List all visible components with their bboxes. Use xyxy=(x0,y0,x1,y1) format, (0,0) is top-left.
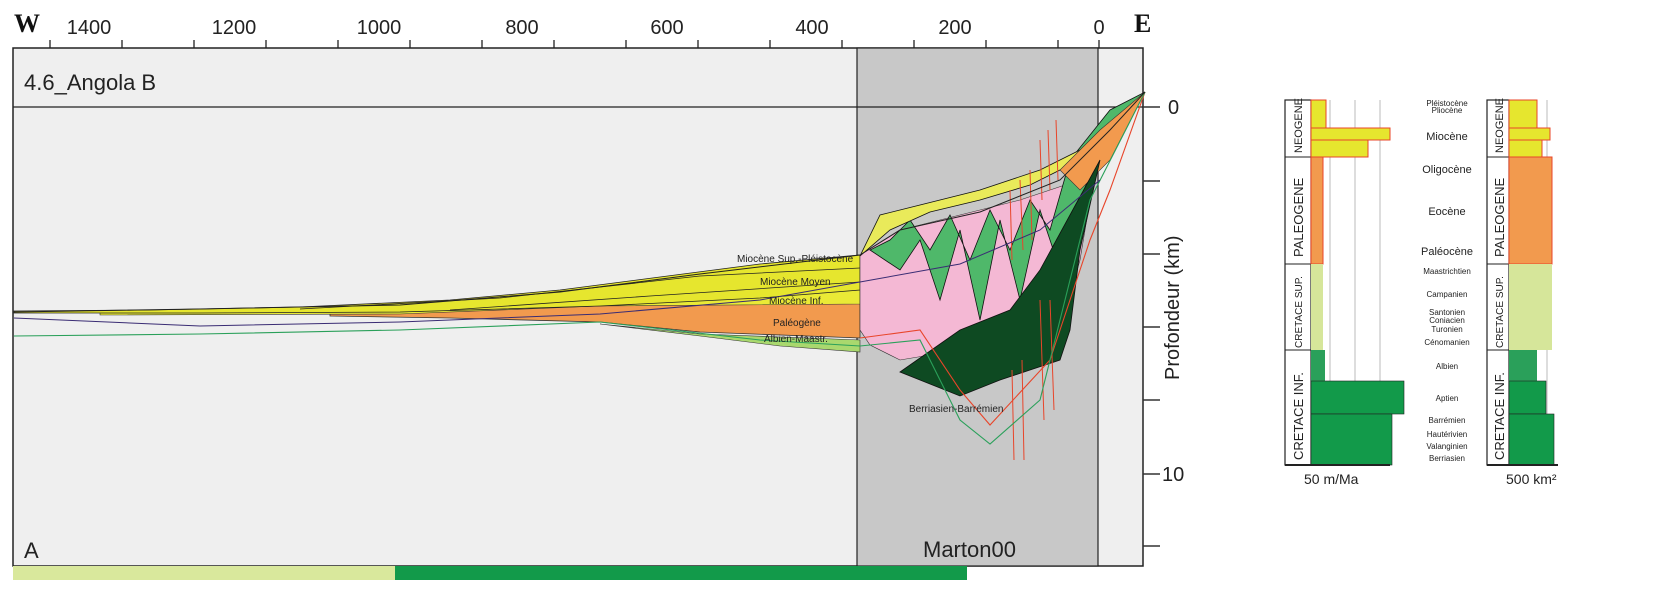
stage-label: Maastrichtien xyxy=(1423,267,1471,276)
rate-bar xyxy=(1311,264,1323,350)
panel-label: A xyxy=(24,538,39,563)
area-bar xyxy=(1508,139,1543,158)
stage-label: Campanien xyxy=(1427,290,1468,299)
stage-label: Coniacien xyxy=(1429,316,1465,325)
stage-labels: Pléistocène Pliocène Miocène Oligocène E… xyxy=(1421,99,1473,463)
stage-label: Miocène xyxy=(1426,131,1468,143)
purple-outline xyxy=(13,179,1101,327)
seafloor-line xyxy=(13,91,1146,313)
area-bar xyxy=(1508,99,1538,129)
rate-bar xyxy=(1310,99,1327,129)
rate-era-label: NEOGENE xyxy=(1293,98,1305,153)
area-unit: 500 km² xyxy=(1506,471,1557,487)
layer-label: Miocène Inf. xyxy=(769,296,823,307)
layer-label: Miocène Moyen xyxy=(760,277,831,288)
area-era-label: PALEOGENE xyxy=(1492,177,1507,257)
albien-layer xyxy=(599,323,861,353)
geology-layers xyxy=(13,91,1146,461)
stage-label: Pliocène xyxy=(1432,106,1463,115)
rate-era-label: CRETACE SUP. xyxy=(1294,276,1305,348)
stage-label: Albien xyxy=(1436,362,1458,371)
stage-label: Berriasien xyxy=(1429,454,1465,463)
x-tick-label: 1200 xyxy=(212,17,257,39)
stage-label: Valanginien xyxy=(1426,442,1467,451)
x-tick-label: 800 xyxy=(505,17,538,39)
rate-era-label: PALEOGENE xyxy=(1291,177,1306,257)
stage-label: Eocène xyxy=(1428,206,1465,218)
red-outline xyxy=(859,91,1146,426)
rate-era-label: CRETACE INF. xyxy=(1291,372,1306,460)
stage-label: Hautérivien xyxy=(1427,430,1467,439)
area-bar xyxy=(1508,156,1553,265)
area-bar xyxy=(1508,127,1551,141)
depth-axis xyxy=(1143,106,1160,547)
area-bar xyxy=(1508,380,1547,415)
x-tick-label: 0 xyxy=(1093,17,1104,39)
layer-label: Albien-Maastr. xyxy=(764,334,828,345)
area-bar xyxy=(1508,413,1555,466)
x-tick-label: 200 xyxy=(938,17,971,39)
stage-label: Turonien xyxy=(1431,325,1462,334)
area-era-label: CRETACE SUP. xyxy=(1495,276,1506,348)
green-outline xyxy=(13,91,1146,445)
x-tick-label: 1000 xyxy=(357,17,402,39)
depth-tick-label: 0 xyxy=(1168,97,1179,119)
area-chart: NEOGENE PALEOGENE CRETACE SUP. CRETACE I… xyxy=(1486,98,1558,487)
west-label: W xyxy=(14,9,40,38)
panel-title: 4.6_Angola B xyxy=(24,70,156,95)
rate-bar xyxy=(1310,380,1405,415)
stage-label: Aptien xyxy=(1436,394,1459,403)
stage-label: Barrémien xyxy=(1429,416,1466,425)
rate-bar xyxy=(1311,350,1325,381)
rate-bar xyxy=(1310,127,1391,141)
area-era-label: CRETACE INF. xyxy=(1492,372,1507,460)
bottom-bar-green xyxy=(395,566,967,580)
depth-tick-label: 10 xyxy=(1162,464,1184,486)
x-tick-label: 1400 xyxy=(67,17,112,39)
area-bar xyxy=(1509,264,1552,350)
layer-labels: Miocène Sup.-Pléistocène Miocène Moyen M… xyxy=(737,254,1003,415)
bottom-bar-light xyxy=(13,566,395,580)
x-tick-label: 600 xyxy=(650,17,683,39)
rate-unit: 50 m/Ma xyxy=(1304,471,1359,487)
x-tick-label: 400 xyxy=(795,17,828,39)
rate-bar xyxy=(1310,156,1324,265)
layer-label: Paléogène xyxy=(773,318,821,329)
layer-label: Berriasien-Barrémien xyxy=(909,404,1003,415)
rate-bar xyxy=(1310,139,1369,158)
stage-label: Santonien xyxy=(1429,308,1465,317)
area-era-label: NEOGENE xyxy=(1494,98,1506,153)
well-name: Marton00 xyxy=(923,537,1016,562)
stage-label: Paléocène xyxy=(1421,246,1473,258)
depth-axis-label: Profondeur (km) xyxy=(1162,236,1184,381)
faults xyxy=(1009,119,1059,461)
area-bar xyxy=(1509,350,1537,381)
layer-label: Miocène Sup.-Pléistocène xyxy=(737,254,854,265)
stage-label: Oligocène xyxy=(1422,164,1472,176)
stage-label: Cénomanien xyxy=(1424,338,1469,347)
stage-label: Pléistocène xyxy=(1426,99,1468,108)
top-axis-ticks xyxy=(49,40,1100,48)
berriasien-barremien-layer xyxy=(899,159,1101,397)
top-axis: 1400 1200 1000 800 600 400 200 0 xyxy=(67,17,1105,39)
east-label: E xyxy=(1134,9,1151,38)
rate-chart: NEOGENE PALEOGENE CRETACE SUP. CRETACE I… xyxy=(1284,98,1405,487)
rate-bar xyxy=(1310,413,1393,466)
